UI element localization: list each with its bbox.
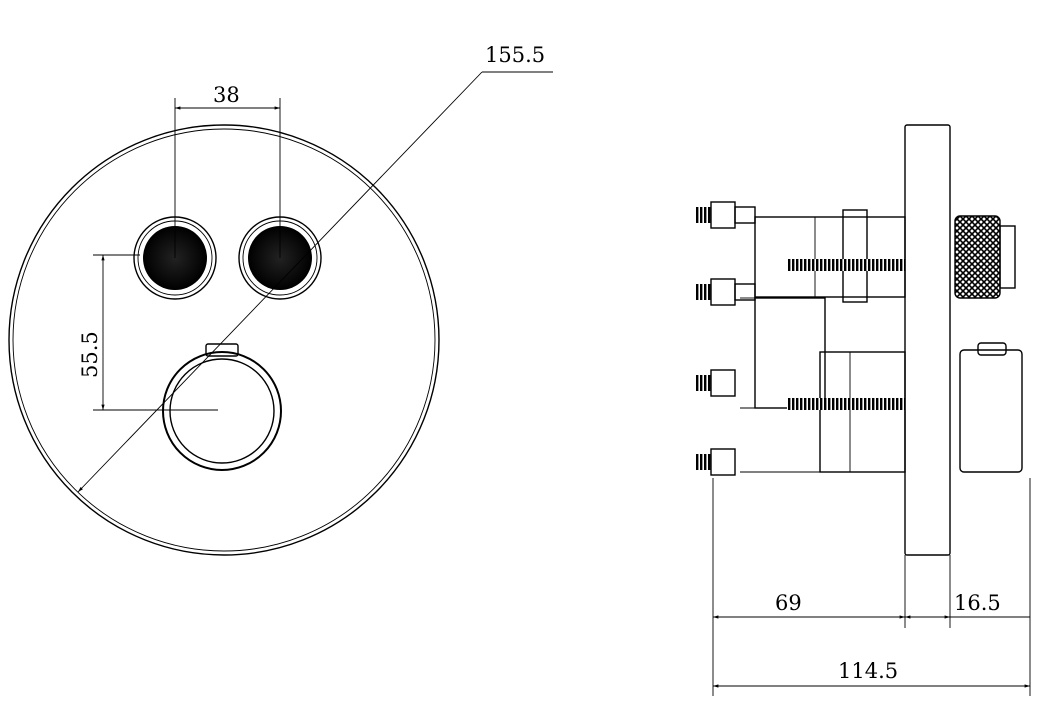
- trim-plate-inner-edge: [12, 128, 436, 552]
- button-to-knob-label: 55.5: [78, 331, 102, 378]
- fitting-4: [695, 448, 736, 476]
- trim-plate-side: [904, 124, 951, 556]
- side-view: 69 16.5 114.5: [695, 124, 1031, 696]
- total-depth-label: 114.5: [838, 659, 898, 683]
- front-view: 155.5 38 55.5: [8, 43, 553, 556]
- temperature-knob: [162, 343, 282, 471]
- inlet-fittings: [695, 201, 756, 476]
- fitting-2: [695, 278, 756, 306]
- trim-depth-label: 16.5: [954, 591, 1001, 615]
- valve-body: [740, 209, 906, 473]
- fitting-1: [695, 201, 756, 229]
- mounting-rod-upper: [787, 259, 905, 271]
- knob-side: [959, 342, 1023, 473]
- diameter-dimension: 155.5: [77, 43, 553, 493]
- trim-plate-outline: [8, 124, 440, 556]
- depth-dimensions: 69 16.5 114.5: [712, 478, 1031, 696]
- mounting-rod-lower: [787, 398, 905, 410]
- knurled-button-side: [954, 215, 1016, 299]
- fitting-3: [695, 369, 736, 397]
- diameter-label: 155.5: [485, 43, 545, 67]
- body-depth-label: 69: [775, 591, 802, 615]
- button-spacing-label: 38: [213, 83, 240, 107]
- button-to-knob-dimension: 55.5: [78, 254, 218, 411]
- button-spacing-dimension: 38: [174, 83, 281, 258]
